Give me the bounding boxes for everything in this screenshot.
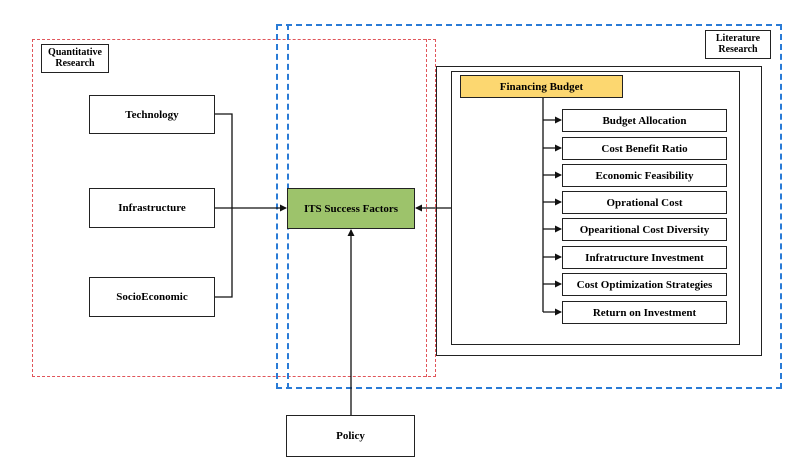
policy-box: Policy xyxy=(286,415,415,457)
financing-outer-frame xyxy=(436,66,762,356)
cost-optimization-strategies-label: Cost Optimization Strategies xyxy=(576,278,713,291)
economic-feasibility-box: Economic Feasibility xyxy=(562,164,727,187)
financing-budget-box: Financing Budget xyxy=(460,75,623,98)
oprational-cost-label: Oprational Cost xyxy=(606,196,683,209)
cost-benefit-ratio-label: Cost Benefit Ratio xyxy=(601,142,688,155)
infrastructure-box: Infrastructure xyxy=(89,188,215,228)
quantitative-research-label: Quantitative Research xyxy=(48,47,102,69)
policy-label: Policy xyxy=(336,430,365,442)
technology-box: Technology xyxy=(89,95,215,134)
cost-benefit-ratio-box: Cost Benefit Ratio xyxy=(562,137,727,160)
technology-connector xyxy=(215,113,233,208)
quantitative-research-tag: Quantitative Research xyxy=(41,44,109,73)
economic-feasibility-label: Economic Feasibility xyxy=(595,169,694,182)
return-on-investment-box: Return on Investment xyxy=(562,301,727,324)
socioeconomic-box: SocioEconomic xyxy=(89,277,215,317)
budget-allocation-label: Budget Allocation xyxy=(602,114,687,127)
budget-allocation-box: Budget Allocation xyxy=(562,109,727,132)
technology-label: Technology xyxy=(125,108,179,121)
infrastructure-label: Infrastructure xyxy=(118,202,186,214)
financing-budget-label: Financing Budget xyxy=(499,80,584,93)
infratructure-investment-label: Infratructure Investment xyxy=(585,251,704,264)
literature-research-label: Literature Research xyxy=(715,33,761,55)
opearitional-cost-diversity-label: Opearitional Cost Diversity xyxy=(579,223,710,236)
cost-optimization-strategies-box: Cost Optimization Strategies xyxy=(562,273,727,296)
infratructure-investment-box: Infratructure Investment xyxy=(562,246,727,269)
its-success-factors-label: ITS Success Factors xyxy=(303,202,399,215)
oprational-cost-box: Oprational Cost xyxy=(562,191,727,214)
literature-research-region xyxy=(276,24,782,389)
financing-inner-frame xyxy=(451,71,740,345)
return-on-investment-label: Return on Investment xyxy=(592,306,697,319)
its-success-factors-box: ITS Success Factors xyxy=(287,188,415,229)
literature-research-tag: Literature Research xyxy=(705,30,771,59)
opearitional-cost-diversity-box: Opearitional Cost Diversity xyxy=(562,218,727,241)
socioeconomic-connector xyxy=(215,208,233,298)
socioeconomic-label: SocioEconomic xyxy=(116,291,188,303)
